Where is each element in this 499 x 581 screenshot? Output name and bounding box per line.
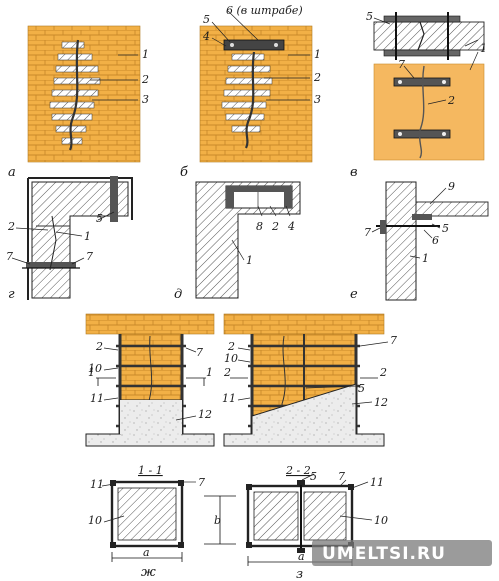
label-11-sec-zh: 11 — [90, 478, 104, 491]
label-9: 9 — [448, 180, 455, 193]
label-1-b: 1 — [314, 48, 321, 61]
label-7-z: 7 — [390, 334, 397, 347]
label-6-e: 6 — [432, 234, 439, 247]
label-1: 1 — [142, 48, 149, 61]
section-title-2-2: 2 - 2 — [285, 464, 311, 477]
label-4-d: 4 — [287, 220, 295, 233]
label-2-v: 2 — [447, 94, 455, 107]
brick-band-z — [223, 313, 385, 335]
label-7-g-left: 7 — [6, 250, 13, 263]
brick-band-zh — [85, 313, 215, 335]
label-6-in-chase: 6 (в штрабе) — [226, 4, 303, 17]
panel-b: 5 6 (в штрабе) 4 1 2 3 б — [180, 4, 321, 180]
label-7-e: 7 — [364, 226, 371, 239]
label-a-z: a — [298, 550, 305, 563]
label-1-e: 1 — [422, 252, 429, 265]
label-3: 3 — [142, 93, 149, 106]
label-7-zh: 7 — [196, 346, 203, 359]
label-4: 4 — [202, 30, 210, 43]
label-a-zh: a — [143, 546, 150, 559]
label-5: 5 — [203, 13, 210, 26]
caption-zh: ж — [141, 565, 156, 580]
label-10-z: 10 — [224, 352, 238, 365]
label-8: 8 — [256, 220, 263, 233]
wall-e — [385, 181, 417, 301]
label-5-z: 5 — [358, 382, 365, 395]
panel-d: 8 2 4 1 д — [174, 181, 301, 302]
caption-d: д — [174, 287, 182, 302]
caption-e: е — [350, 287, 358, 302]
label-1-zh-right: 1 — [206, 366, 213, 379]
crack-line-b — [244, 51, 256, 149]
slab-e — [415, 201, 489, 217]
label-7-v: 7 — [398, 58, 405, 71]
foundation-z — [223, 383, 385, 447]
wall-with-recess — [195, 181, 301, 299]
label-1-g: 1 — [84, 230, 91, 243]
label-7-g-right: 7 — [86, 250, 93, 263]
label-11-zh: 11 — [90, 392, 104, 405]
crack-line-v — [418, 65, 425, 159]
label-1-d: 1 — [246, 254, 253, 267]
label-2-z-left: 2 — [223, 366, 231, 379]
caption-z: з — [296, 567, 303, 581]
watermark-text: UMELTSI.RU — [322, 544, 446, 564]
label-10-zh: 10 — [88, 362, 102, 375]
label-5-g: 5 — [96, 212, 103, 225]
label-7-sec-z: 7 — [338, 470, 345, 483]
label-11-z: 11 — [222, 392, 236, 405]
caption-b: б — [180, 165, 188, 180]
label-10-sec-zh: 10 — [88, 514, 102, 527]
caption-a: а — [8, 165, 16, 180]
wall-section-top — [373, 21, 485, 51]
label-2: 2 — [141, 73, 149, 86]
label-2-d: 2 — [271, 220, 279, 233]
label-b-z: b — [214, 514, 221, 527]
label-11-sec-z: 11 — [370, 476, 384, 489]
panel-e: 9 5 7 6 1 е — [350, 180, 489, 302]
section-z: 2 - 2 5 7 11 10 b a з — [204, 464, 388, 581]
watermark: UMELTSI.RU — [312, 540, 492, 566]
label-5-v: 5 — [366, 10, 373, 23]
caption-v: в — [350, 165, 358, 180]
label-7-sec-zh: 7 — [198, 476, 205, 489]
section-zh: 1 - 1 11 7 10 a ж — [88, 464, 205, 580]
elevation-zh: 2 7 10 1 1 11 12 — [85, 313, 215, 447]
label-2-z: 2 — [227, 340, 235, 353]
label-2-z-right: 2 — [379, 366, 387, 379]
label-2-zh: 2 — [95, 340, 103, 353]
elevation-z: 2 10 7 2 2 5 11 12 — [222, 313, 397, 447]
crack-line — [68, 39, 80, 151]
panel-g: 5 2 1 7 7 г — [6, 176, 133, 302]
label-1-zh-left: 1 — [88, 366, 95, 379]
label-5-e: 5 — [442, 222, 449, 235]
caption-g: г — [8, 287, 15, 302]
panel-v: 5 1 7 2 в — [350, 10, 487, 180]
label-10-sec-z: 10 — [374, 514, 388, 527]
panel-a: 1 2 3 а — [8, 25, 149, 180]
corner-wall — [31, 181, 129, 299]
label-12-zh: 12 — [198, 408, 212, 421]
label-3-b: 3 — [314, 93, 321, 106]
section-title-1-1: 1 - 1 — [138, 464, 163, 477]
label-2-g: 2 — [7, 220, 15, 233]
label-1-v: 1 — [480, 42, 487, 55]
label-12-z: 12 — [374, 396, 388, 409]
label-2-b: 2 — [313, 71, 321, 84]
label-5-sec-z: 5 — [310, 470, 317, 483]
